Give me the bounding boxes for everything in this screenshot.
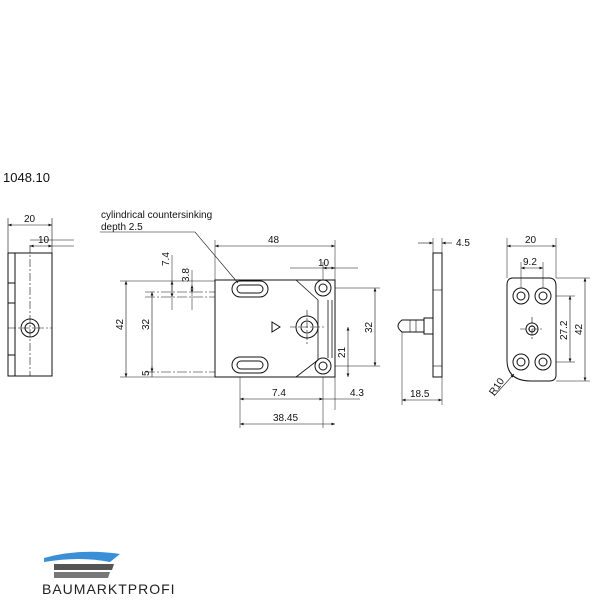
brand-logo: BAUMARKTPROFI <box>40 548 175 598</box>
end-hole-top-left <box>512 287 530 305</box>
dim-right-21: 21 <box>337 346 348 358</box>
side-view <box>397 238 452 405</box>
dim-bottom-4-3: 4.3 <box>350 388 364 399</box>
dim-side-4-5: 4.5 <box>456 238 470 249</box>
dim-end-width: 20 <box>525 235 537 246</box>
end-hole-bottom-left <box>512 353 530 371</box>
left-view <box>7 218 74 377</box>
end-hole-top-right <box>534 287 552 305</box>
dim-end-spacing: 9.2 <box>523 257 537 268</box>
dim-side-18-5: 18.5 <box>410 389 430 400</box>
dim-end-27-2: 27.2 <box>559 320 570 340</box>
dim-right-32: 32 <box>364 321 375 333</box>
side-view-bolt <box>423 317 433 335</box>
front-view <box>100 231 380 428</box>
dim-slot-7-4: 7.4 <box>161 252 172 266</box>
dim-front-offset: 5 <box>141 370 152 376</box>
dim-slot-3-8: 3.8 <box>181 268 192 282</box>
note-line-2: depth 2.5 <box>101 222 143 233</box>
dim-end-42: 42 <box>574 323 585 335</box>
dim-bottom-38-45: 38.45 <box>273 413 298 424</box>
dim-hole-spacing: 10 <box>318 258 330 269</box>
dim-front-width: 48 <box>268 235 280 246</box>
note-line-1: cylindrical countersinking <box>101 210 212 221</box>
direction-mark <box>271 321 281 333</box>
upper-hole <box>314 279 332 297</box>
upper-slot <box>231 280 269 298</box>
dim-left-inner: 10 <box>38 235 50 246</box>
end-hole-bottom-right <box>534 353 552 371</box>
lower-hole <box>314 357 332 375</box>
dim-front-height: 42 <box>115 318 126 330</box>
brand-logo-icon <box>44 551 120 578</box>
front-view-body <box>214 279 336 378</box>
part-number: 1048.10 <box>3 170 50 185</box>
brand-logo-text: BAUMARKTPROFI <box>42 581 176 597</box>
dim-front-inner: 32 <box>141 318 152 330</box>
dim-end-radius: R10 <box>487 376 507 398</box>
dim-bottom-7-4: 7.4 <box>272 388 286 399</box>
end-view-body <box>506 277 557 382</box>
side-view-plate <box>432 252 443 378</box>
dim-left-width: 20 <box>24 214 36 225</box>
end-view <box>493 238 590 397</box>
lower-slot <box>231 356 269 374</box>
left-view-hole <box>20 318 40 338</box>
